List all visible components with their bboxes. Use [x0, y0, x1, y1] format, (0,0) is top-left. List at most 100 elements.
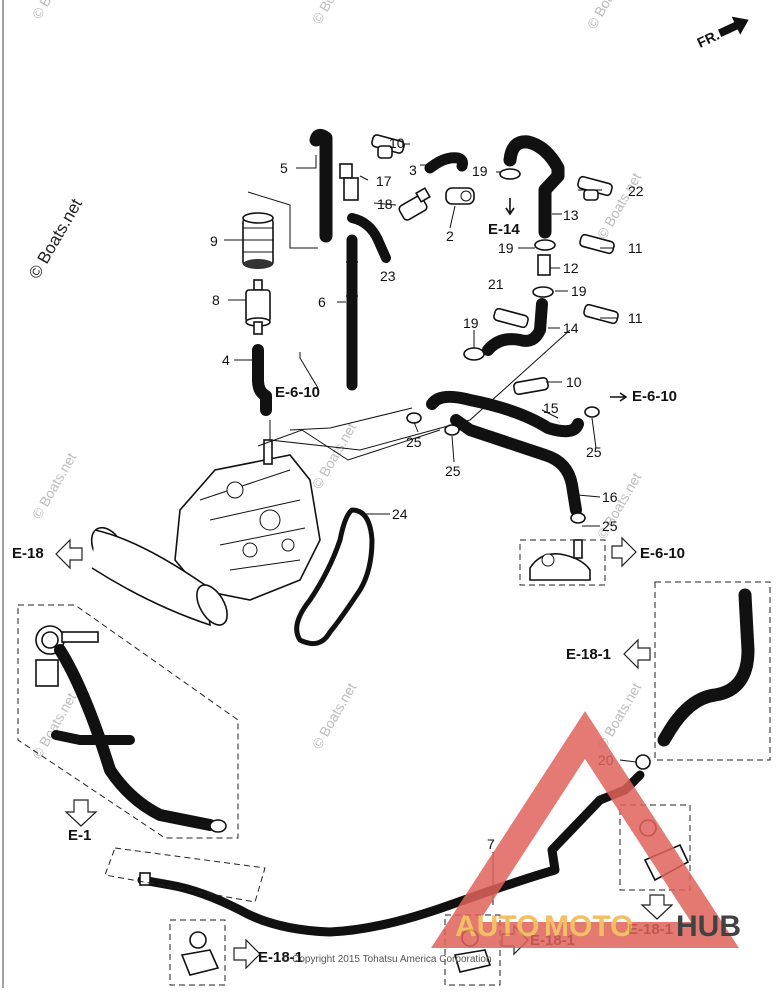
part-number: 13: [563, 207, 579, 223]
arrow-right-icon: [610, 392, 628, 402]
part-number: 19: [571, 283, 587, 299]
automotohub-logo: AUTO MOTO HUB: [431, 711, 741, 948]
part-number: 19: [472, 163, 488, 179]
part-number: 2: [446, 228, 454, 244]
part-number: 9: [210, 233, 218, 249]
part-number: 6: [318, 294, 326, 310]
carburetor-assembly: [174, 439, 321, 601]
part-number: 12: [563, 260, 579, 276]
source-credit: © Boats.net: [25, 195, 86, 282]
part-number: 3: [409, 162, 417, 178]
elbow-3: [426, 153, 467, 172]
arrow-down-icon: [505, 198, 515, 216]
part-number: 8: [212, 292, 220, 308]
dashed-boundary: [519, 539, 606, 586]
hose-5: [311, 130, 331, 241]
line-end: [139, 872, 151, 886]
watermark: © Boats.net: [309, 420, 360, 492]
fuel-pump-base: [529, 539, 591, 581]
hose-13: [505, 136, 563, 237]
cord-24: [295, 508, 374, 645]
part-number: 25: [602, 518, 618, 534]
section-ref: E-18-1: [258, 949, 303, 966]
arrow-right-icon: [611, 536, 637, 568]
part-number: 11: [628, 240, 643, 256]
part-number: 25: [406, 434, 422, 450]
elbow-23: [348, 214, 390, 262]
inline-fuel-filter: [245, 279, 271, 335]
part-number: 10: [566, 374, 582, 390]
clamp-25: [584, 406, 600, 418]
part-number: 25: [586, 444, 602, 460]
fitting-17: [339, 163, 359, 201]
fuel-line-7-outline: [137, 770, 645, 937]
clamp: [209, 819, 227, 833]
part-number: 10: [389, 135, 405, 151]
clip-10-mid: [513, 376, 549, 396]
section-ref: E-18: [12, 545, 44, 562]
clip-21: [493, 307, 529, 329]
arrow-right-icon: [233, 938, 261, 970]
hose-15: [427, 392, 583, 436]
pipe-left: [55, 645, 215, 830]
section-ref: E-1: [68, 827, 91, 844]
dashed-boundary: [17, 604, 239, 839]
pipe-left-2: [52, 731, 134, 744]
intake-silencer: [90, 526, 228, 627]
part-number: 23: [380, 268, 396, 284]
logo-text-auto: AUTO: [455, 910, 539, 943]
part-number: 24: [392, 506, 408, 522]
joint-12: [537, 254, 551, 276]
watermark: © Boats.net: [309, 680, 360, 752]
dashed-boundary: [169, 919, 226, 986]
dashed-boundary: [444, 914, 501, 986]
direction-label: FR.: [695, 27, 722, 51]
part-number: 19: [498, 240, 514, 256]
hose-4: [253, 345, 271, 415]
mount-clip: [180, 931, 220, 976]
part-number: 17: [376, 173, 392, 189]
watermark: © Boats.net: [29, 0, 80, 22]
part-number: 15: [543, 400, 559, 416]
part-number: 7: [487, 836, 495, 852]
part-callouts: 10 5 3 19 17 22 18 13 2 9 19 11 12 23 21…: [210, 135, 644, 852]
part-number: 14: [563, 320, 579, 336]
clip-10-top: [371, 134, 405, 159]
clamp-25: [406, 412, 422, 424]
clamp-19: [532, 286, 554, 298]
section-ref: E-6-10: [640, 545, 685, 562]
hose-14: [483, 299, 547, 355]
check-valve: [398, 187, 431, 221]
clip-22: [577, 175, 613, 201]
arrow-right-icon: [717, 16, 749, 37]
part-number: 25: [445, 463, 461, 479]
watermark-layer: © Boats.net © Boats.net © Boats.net © Bo…: [29, 0, 645, 762]
watermark: © Boats.net: [29, 450, 80, 522]
fuel-filter: [242, 212, 274, 269]
part-number: 5: [280, 160, 288, 176]
arrow-left-icon: [623, 638, 651, 670]
clamp-19: [499, 168, 521, 180]
dashed-boundary: [104, 847, 266, 903]
arrow-left-icon: [55, 538, 83, 570]
copyright-text: © Copyright 2015 Tohatsu America Corpora…: [282, 954, 492, 965]
hose-16: [451, 415, 581, 515]
section-ref: E-14: [488, 221, 520, 238]
watermark: © Boats.net: [584, 0, 635, 32]
section-ref: E-18-1: [566, 646, 611, 663]
clamp-19: [463, 347, 485, 361]
watermark: © Boats.net: [29, 690, 80, 762]
clip-11: [583, 303, 619, 325]
logo-text-moto: MOTO: [544, 910, 633, 943]
section-ref: E-6-10: [632, 388, 677, 405]
hose-e18: [659, 590, 753, 745]
fuel-line-7: [139, 772, 643, 935]
part-number: 11: [628, 310, 643, 326]
arrow-down-icon: [640, 894, 674, 920]
section-ref: E-6-10: [275, 384, 320, 401]
dashed-boundary: [654, 581, 771, 761]
part-number: 16: [602, 489, 618, 505]
front-direction-indicator: FR.: [695, 16, 749, 51]
part-number: 22: [628, 183, 644, 199]
part-number: 21: [488, 276, 504, 292]
